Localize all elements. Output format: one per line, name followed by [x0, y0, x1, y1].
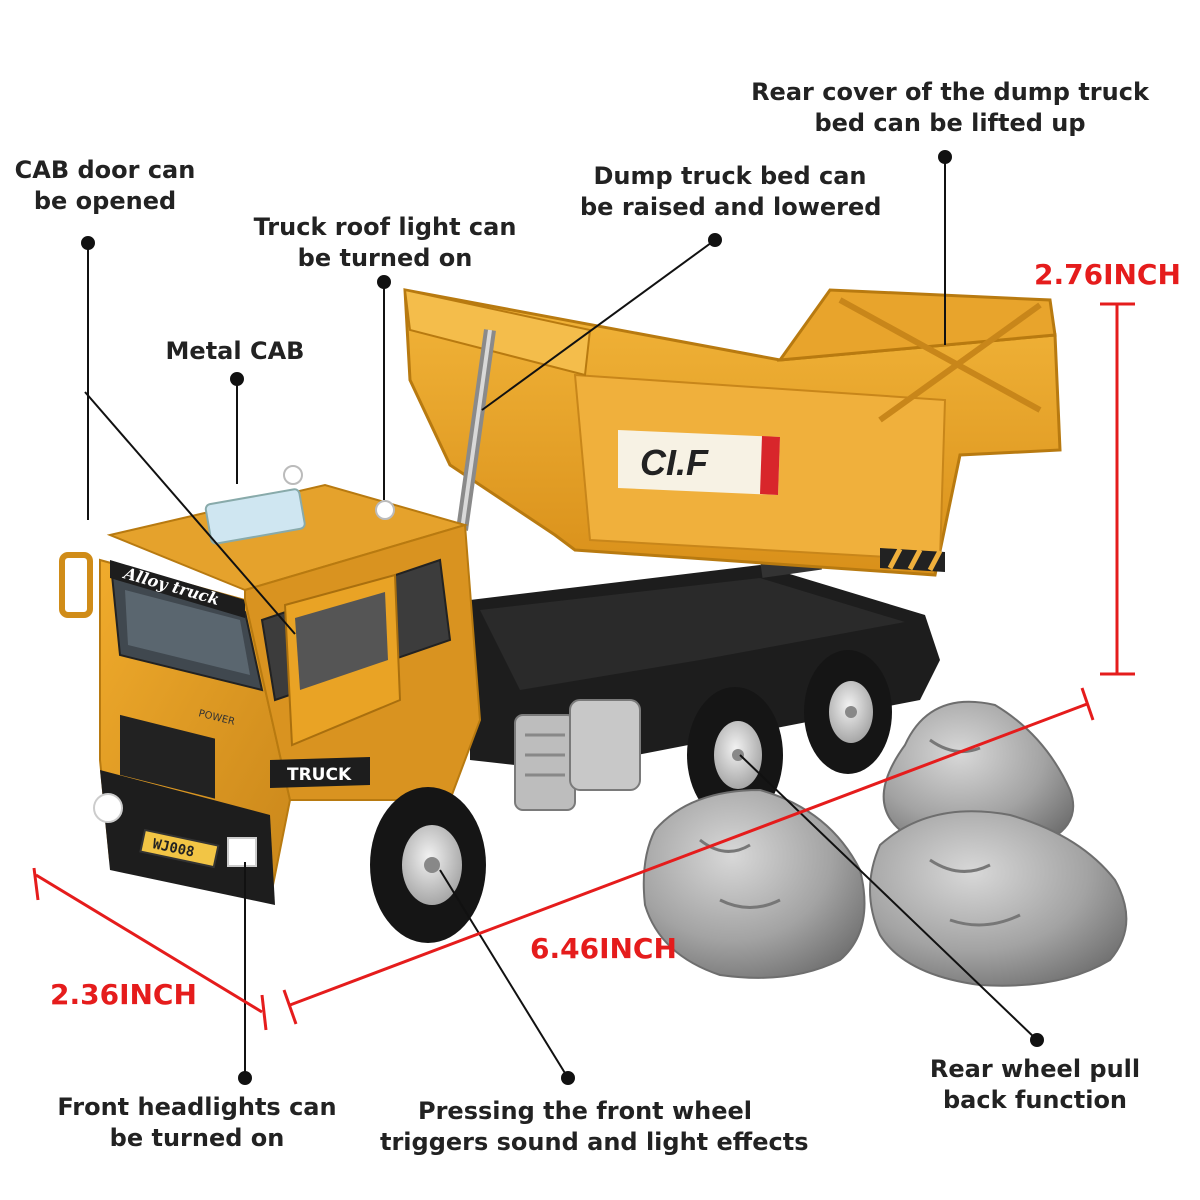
callout-rear-cover-line2: bed can be lifted up [814, 109, 1086, 137]
rock-right [869, 810, 1128, 987]
callout-rear-wheel: Rear wheel pull back function [925, 1054, 1145, 1116]
callout-rear-cover: Rear cover of the dump truck bed can be … [745, 77, 1155, 139]
callout-headlights-line2: be turned on [109, 1124, 285, 1152]
callout-roof-light-line2: be turned on [297, 244, 473, 272]
callout-cab-door-line1: CAB door can [14, 156, 196, 184]
callout-headlights-line1: Front headlights can [57, 1093, 337, 1121]
callout-metal-cab: Metal CAB [150, 336, 320, 367]
dimension-height-label: 2.76INCH [1034, 258, 1181, 291]
cab: Alloy truck POWER TRUCK WJ008 [59, 465, 482, 905]
headlight-right [227, 837, 257, 867]
hydraulic-piston [456, 329, 496, 531]
callout-front-wheel: Pressing the front wheel triggers sound … [380, 1096, 809, 1158]
door-text: TRUCK [287, 765, 352, 785]
dimension-width-label: 2.36INCH [50, 978, 197, 1011]
callout-headlights: Front headlights can be turned on [52, 1092, 342, 1154]
callout-lines [81, 150, 1044, 1085]
rear-wheel-1 [687, 687, 783, 823]
headlight-left [93, 793, 123, 823]
callout-cab-door: CAB door can be opened [5, 155, 205, 217]
dump-bed: CI.F [403, 288, 1062, 577]
fuel-tank [514, 699, 641, 811]
rock-back [882, 700, 1075, 851]
dimension-lines [32, 302, 1135, 1031]
rear-wheel-2 [804, 650, 892, 774]
front-wheel [370, 787, 486, 943]
dimension-length-label: 6.46INCH [530, 932, 677, 965]
bed-logo-text: CI.F [640, 442, 709, 483]
callout-rear-wheel-line2: back function [942, 1086, 1128, 1114]
callout-dump-bed-line1: Dump truck bed can [593, 162, 867, 190]
hazard-stripes [880, 547, 945, 572]
roof-light-1 [283, 465, 303, 485]
callout-cab-door-line2: be opened [33, 187, 177, 215]
callout-rear-cover-line1: Rear cover of the dump truck [751, 78, 1149, 106]
rock-left [642, 788, 866, 979]
callout-metal-cab-line1: Metal CAB [165, 337, 305, 365]
grille [120, 714, 215, 799]
callout-roof-light-line1: Truck roof light can [253, 213, 517, 241]
callout-rear-wheel-line1: Rear wheel pull [929, 1055, 1141, 1083]
callout-front-wheel-line2: triggers sound and light effects [380, 1128, 809, 1156]
bed-logo-panel: CI.F [618, 430, 780, 495]
wheels [370, 650, 892, 943]
callout-front-wheel-line1: Pressing the front wheel [417, 1097, 753, 1125]
callout-dump-bed-line2: be raised and lowered [580, 193, 882, 221]
callout-dump-bed: Dump truck bed can be raised and lowered [580, 161, 882, 223]
callout-roof-light: Truck roof light can be turned on [250, 212, 520, 274]
roof-light-2 [375, 500, 395, 520]
